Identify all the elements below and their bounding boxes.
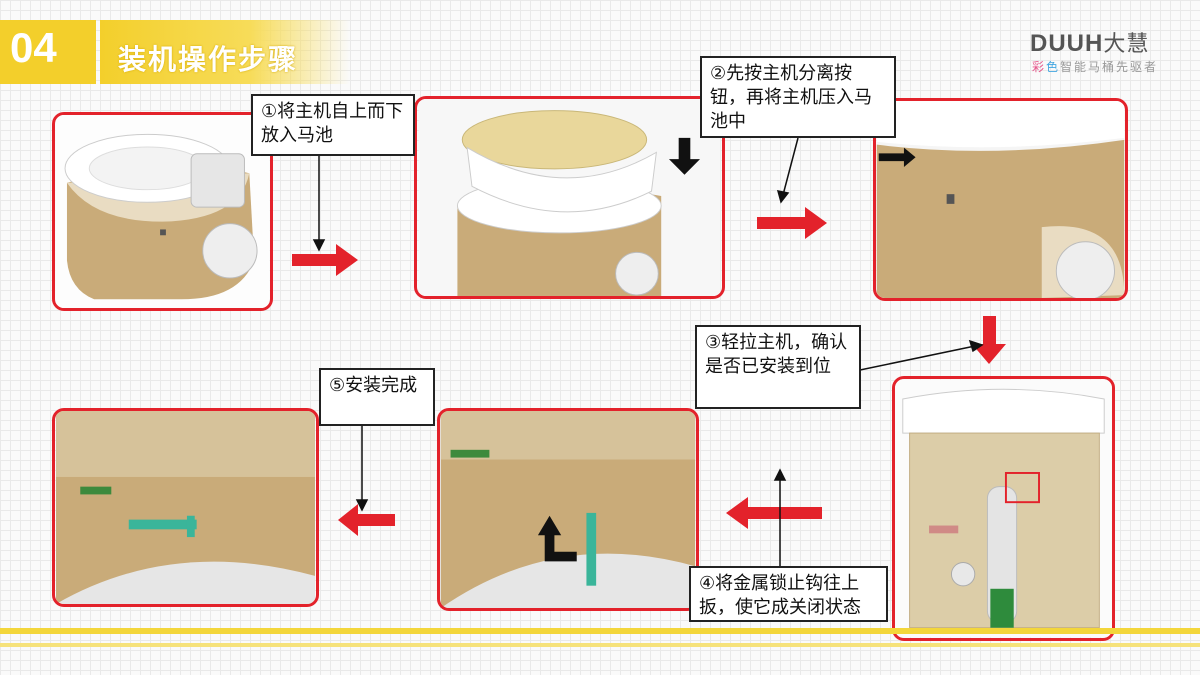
callout-step-5: ⑤安装完成: [319, 368, 435, 426]
footer-stripe-bottom: [0, 643, 1200, 647]
photo-step-2: [414, 96, 725, 299]
arrow-down-3: [972, 316, 1006, 364]
photo-step-5: [437, 408, 699, 611]
photo-step-1: [52, 112, 273, 311]
callout-step-4: ④将金属锁止钩往上扳，使它成关闭状态: [689, 566, 888, 622]
photo-step-3: [873, 98, 1128, 301]
logo-latin: DUUH: [1030, 30, 1104, 57]
footer-stripe-top: [0, 628, 1200, 634]
toilet-illustration-1: [55, 115, 270, 308]
lock-hook-detail-before: [440, 411, 696, 608]
arrow-right-2: [757, 207, 827, 239]
callout-step-1: ①将主机自上而下放入马池: [251, 94, 415, 156]
logo-cn: 大慧: [1103, 32, 1150, 57]
callout-step-2: ②先按主机分离按钮，再将主机压入马池中: [700, 56, 896, 138]
arrow-left-4: [726, 497, 822, 529]
arrow-left-5: [338, 504, 395, 536]
photo-step-4: [892, 376, 1115, 641]
arrow-right-1: [292, 244, 358, 276]
brand-tagline: 彩色智能马桶先驱者: [1032, 60, 1159, 74]
callout-step-3: ③轻拉主机，确认是否已安装到位: [695, 325, 861, 409]
step-number: 04: [10, 24, 57, 71]
step-number-box: [0, 20, 96, 84]
toilet-illustration-2: [418, 99, 721, 296]
photo-step-6: [52, 408, 319, 607]
lock-hook-detail-after: [56, 411, 315, 604]
title-bar: [100, 20, 350, 84]
toilet-illustration-3: [876, 101, 1125, 298]
toilet-cutaway-illustration: [895, 379, 1112, 638]
brand-logo: DUUH大慧: [1030, 26, 1149, 58]
page-title: 装机操作步骤: [118, 43, 299, 76]
